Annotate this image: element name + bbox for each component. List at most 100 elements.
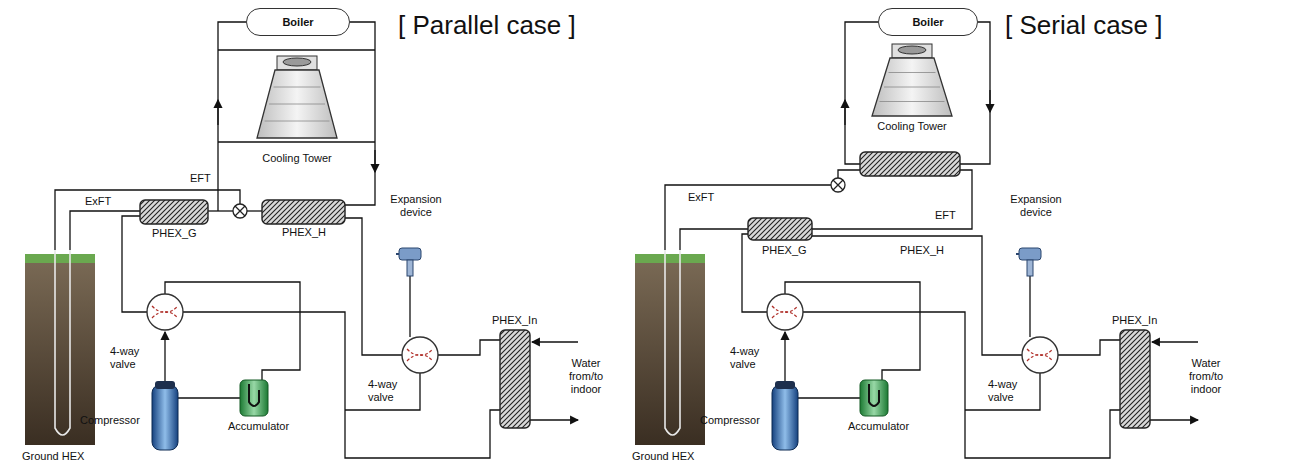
accumulator-body — [240, 380, 268, 416]
component-label: Expansion device — [385, 193, 447, 219]
pipe-line — [784, 332, 785, 384]
accumulator-body — [860, 380, 888, 416]
pipe-line — [345, 218, 402, 355]
four-way-valve — [147, 294, 183, 330]
plate-heat-exchanger — [262, 200, 345, 224]
pipe-line — [812, 236, 1022, 355]
component-label: Accumulator — [848, 420, 909, 433]
control-valve — [831, 178, 845, 192]
pipe-group — [55, 22, 1198, 458]
component-label: 4-way valve — [368, 378, 412, 404]
ground-grass — [25, 254, 95, 263]
pipe-line — [838, 170, 860, 178]
compressor-body — [772, 385, 798, 450]
pipe-line — [1029, 276, 1030, 337]
component-label: PHEX_In — [1112, 314, 1157, 327]
pipe-line — [844, 100, 845, 125]
component-group — [25, 44, 1150, 450]
component-label: EFT — [190, 172, 211, 185]
component-label: PHEX_H — [282, 226, 326, 239]
component-label: Compressor — [80, 414, 140, 427]
component-label: Accumulator — [228, 420, 289, 433]
cooling-tower-slat — [274, 87, 321, 88]
boiler-box: Boiler — [878, 8, 978, 36]
cooling-tower-fan-housing — [277, 56, 317, 70]
component-label: Cooling Tower — [872, 120, 952, 133]
component-label: 4-way valve — [730, 345, 772, 371]
pipe-line — [960, 22, 990, 164]
ground-u-tube — [55, 250, 70, 435]
pipe-line — [165, 282, 300, 380]
cooling-tower-body — [872, 58, 952, 116]
component-label: 4-way valve — [988, 378, 1032, 404]
compressor-cap — [155, 381, 175, 389]
ground-block — [635, 258, 705, 445]
boiler-label: Boiler — [282, 16, 313, 28]
component-label: PHEX_G — [762, 244, 807, 257]
case-heading: [ Parallel case ] — [398, 10, 576, 41]
pipe-line — [70, 211, 140, 250]
control-valve — [233, 204, 247, 218]
pipe-line — [122, 216, 147, 312]
pipe-line — [665, 185, 831, 250]
cooling-tower-fan-housing — [892, 44, 932, 58]
pipe-line — [183, 312, 500, 458]
component-label: Ground HEX — [632, 450, 694, 463]
boiler-box: Boiler — [246, 8, 350, 36]
cooling-tower-slat — [889, 72, 936, 73]
component-label: PHEX_G — [152, 227, 197, 240]
pipe-line — [1150, 419, 1198, 420]
case-heading: [ Serial case ] — [1005, 10, 1163, 41]
component-label: EFT — [935, 209, 956, 222]
component-label: ExFT — [688, 191, 714, 204]
four-way-valve — [402, 337, 438, 373]
pipe-line — [989, 90, 990, 112]
component-label: PHEX_In — [492, 314, 537, 327]
four-way-valve-port — [407, 349, 433, 361]
compressor-body — [152, 385, 178, 450]
expansion-device-port — [396, 253, 399, 255]
indoor-heat-exchanger — [1120, 330, 1150, 428]
plate-heat-exchanger — [140, 200, 208, 224]
cooling-tower-fan — [283, 58, 311, 66]
pipe-line — [218, 49, 375, 50]
component-label: Ground HEX — [22, 450, 84, 463]
pipe-line — [345, 373, 420, 410]
four-way-valve-port — [152, 306, 178, 318]
cooling-tower-body — [257, 70, 337, 138]
component-label: Water from/to indoor — [555, 357, 617, 396]
cooling-tower-slat — [884, 87, 940, 88]
cooling-tower-slat — [269, 104, 325, 105]
accumulator-tube — [249, 384, 259, 406]
four-way-valve — [1022, 337, 1058, 373]
expansion-device-port — [1016, 253, 1019, 255]
component-label: Expansion device — [1005, 193, 1067, 219]
expansion-device-stem — [407, 260, 413, 276]
component-label: PHEX_H — [900, 244, 944, 257]
component-label: Cooling Tower — [257, 152, 337, 165]
pipe-line — [208, 210, 233, 211]
control-valve-cross — [833, 180, 843, 190]
cooling-tower-fan — [898, 46, 926, 54]
pipe-line — [1058, 340, 1120, 355]
ground-grass — [635, 254, 705, 263]
pipe-line — [785, 282, 920, 380]
cooling-tower-slat — [265, 121, 330, 122]
compressor-cap — [775, 381, 795, 389]
pipe-line — [164, 332, 165, 384]
pipe-line — [530, 419, 578, 420]
component-label: ExFT — [85, 195, 111, 208]
pipe-line — [532, 341, 578, 342]
pipe-line — [965, 373, 1040, 410]
boiler-label: Boiler — [912, 16, 943, 28]
pipe-line — [845, 22, 878, 164]
plate-heat-exchanger — [748, 218, 812, 240]
expansion-device-body — [1019, 248, 1041, 260]
component-label: Water from/to indoor — [1175, 357, 1237, 396]
cooling-tower-slat — [880, 101, 945, 102]
pipe-line — [798, 397, 860, 398]
expansion-device-stem — [1027, 260, 1033, 276]
accumulator-tube — [869, 384, 879, 406]
pipe-line — [374, 150, 375, 172]
pipe-line — [178, 397, 240, 398]
